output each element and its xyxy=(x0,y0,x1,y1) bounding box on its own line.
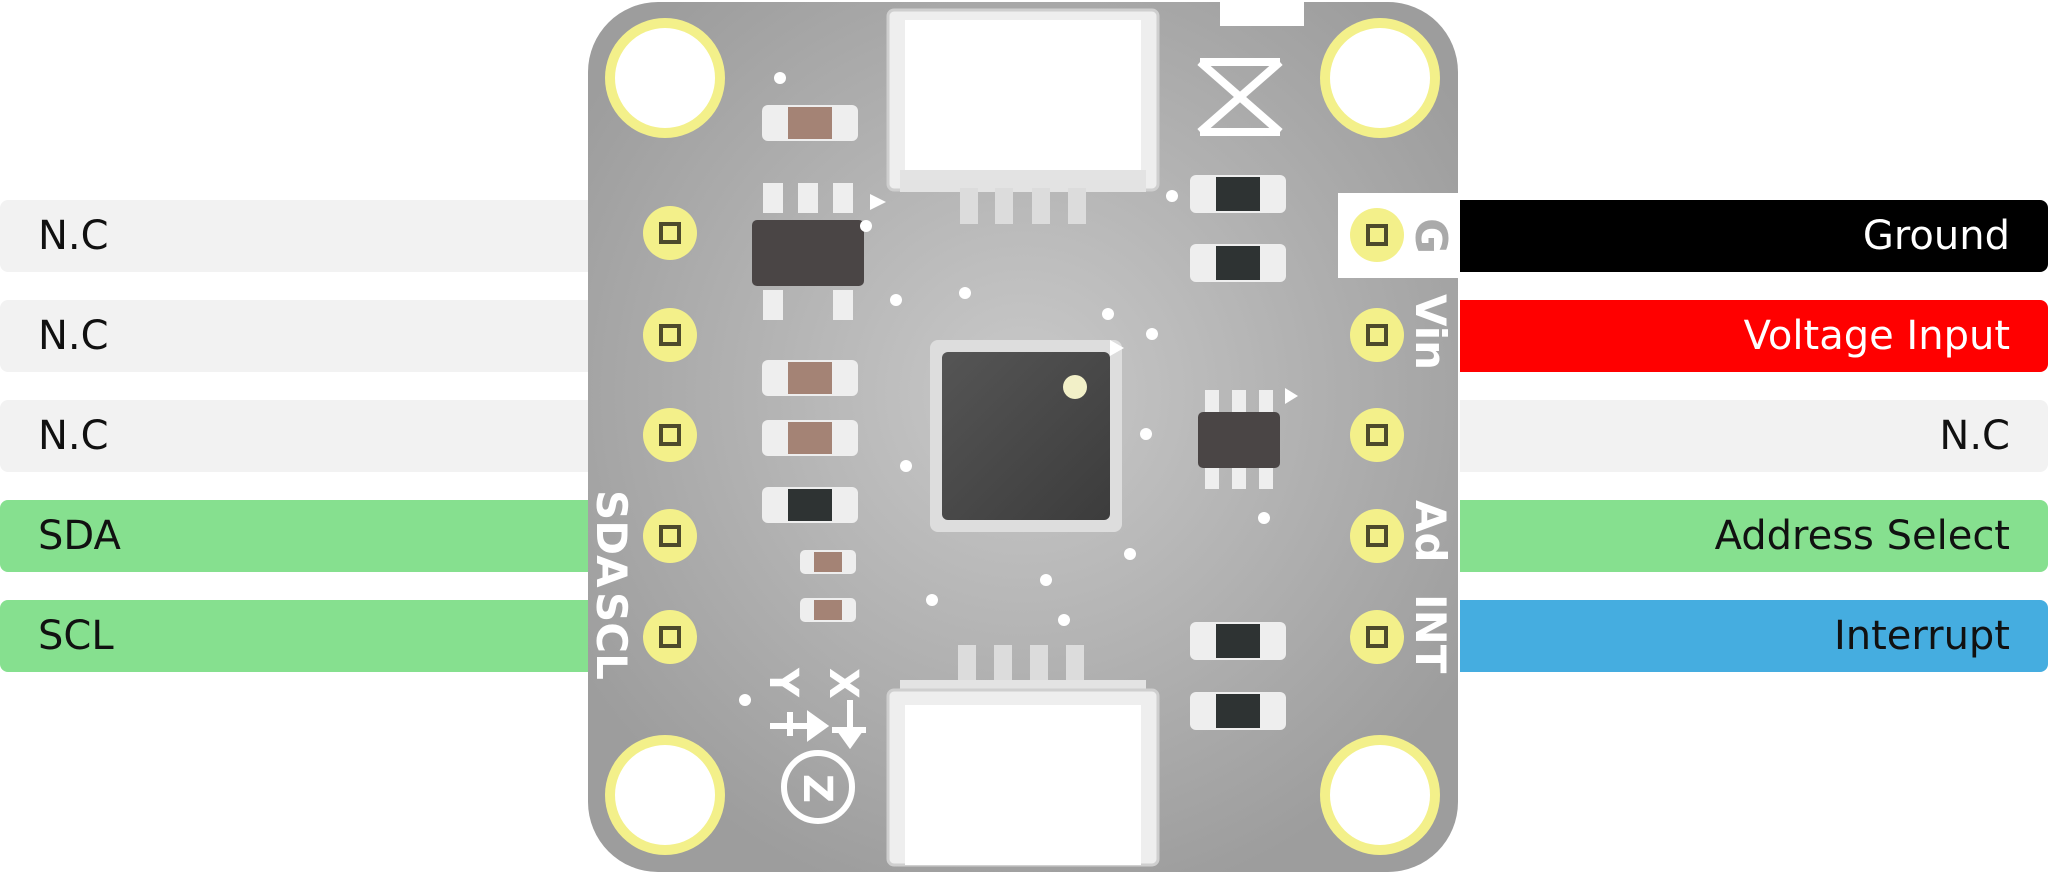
voltage-regulator xyxy=(752,183,886,320)
right-pin-label-5: Interrupt xyxy=(1460,600,2048,672)
main-sensor-chip xyxy=(930,340,1124,532)
pcb-notch xyxy=(1220,0,1304,26)
silk-g: G xyxy=(1405,218,1456,254)
bottom-connector xyxy=(886,645,1160,867)
right-pin-label-4: Address Select xyxy=(1460,500,2048,572)
right-pin-label-2: Voltage Input xyxy=(1460,300,2048,372)
silk-ad: Ad xyxy=(1406,500,1455,563)
left-pin-label-1: N.C xyxy=(0,200,600,272)
axis-y-label: Y xyxy=(760,667,806,698)
axis-x-label: X xyxy=(820,668,866,699)
small-ic xyxy=(1198,388,1298,489)
passive-components xyxy=(762,105,1286,730)
axis-indicator: Y X Z xyxy=(760,667,866,824)
silk-sda: SDA xyxy=(587,490,636,588)
left-pin-label-2: N.C xyxy=(0,300,600,372)
silk-scl: SCL xyxy=(587,592,636,680)
axis-z-label: Z xyxy=(794,774,840,803)
right-pin-pads xyxy=(1350,208,1404,664)
left-pin-label-3: N.C xyxy=(0,400,600,472)
left-pin-pads xyxy=(643,206,697,664)
mounting-holes xyxy=(605,18,1440,855)
brand-logo-mark xyxy=(1197,58,1283,136)
vias xyxy=(739,72,1270,706)
left-pin-label-4: SDA xyxy=(0,500,600,572)
right-pin-label-3: N.C xyxy=(1460,400,2048,472)
silk-int: INT xyxy=(1406,594,1455,674)
top-connector xyxy=(886,8,1160,224)
left-pin-label-5: SCL xyxy=(0,600,600,672)
right-pin-label-1: Ground xyxy=(1460,200,2048,272)
axis-z-circle xyxy=(781,750,855,824)
silk-vin: Vin xyxy=(1406,294,1455,370)
